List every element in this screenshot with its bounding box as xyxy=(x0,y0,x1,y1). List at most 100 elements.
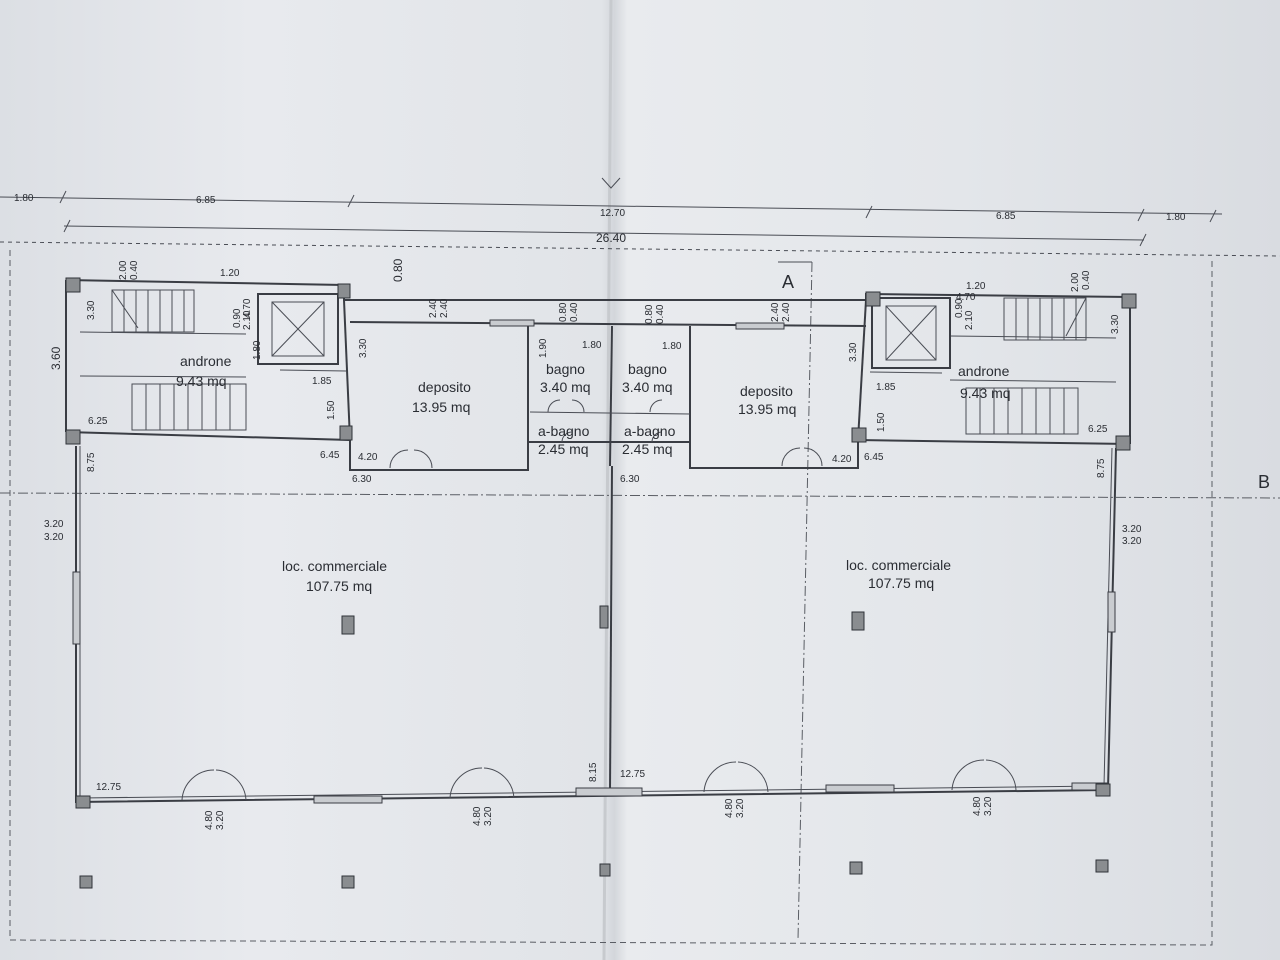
dim-4-70-right: 4.70 xyxy=(956,292,976,303)
dim-8-75-right: 8.75 xyxy=(1096,458,1107,478)
room-area-commerciale-left: 107.75 mq xyxy=(306,578,372,594)
lift-right xyxy=(871,297,951,369)
room-label-commerciale-right: loc. commerciale xyxy=(846,557,951,573)
dim-12-75-right: 12.75 xyxy=(620,769,645,780)
dim-1-80-lift-left: 1.80 xyxy=(252,340,263,360)
room-label-bagno-left: bagno xyxy=(546,361,585,377)
room-label-commerciale-left: loc. commerciale xyxy=(282,558,387,574)
dim-1-85-right: 1.85 xyxy=(876,382,896,393)
dim-4-20-right: 4.20 xyxy=(832,454,852,465)
room-label-androne-right: androne xyxy=(958,363,1010,379)
room-area-abagno-right: 2.45 mq xyxy=(622,441,673,457)
dim-1-80-bagno-left: 1.80 xyxy=(582,340,602,351)
room-area-abagno-left: 2.45 mq xyxy=(538,441,589,457)
dim-2-10-left: 2.10 xyxy=(242,310,253,330)
dim-0-90-right: 0.90 xyxy=(954,298,965,318)
dim-6-85-right: 6.85 xyxy=(996,211,1016,222)
dim-3-60: 3.60 xyxy=(49,346,63,370)
dim-2-40-right-b: 2.40 xyxy=(781,302,792,322)
building-envelope-dashed xyxy=(9,250,1213,946)
dim-0-80: 0.80 xyxy=(391,258,405,282)
dim-1-80-bagno-right: 1.80 xyxy=(662,341,682,352)
service-doors xyxy=(389,399,823,469)
lift-left xyxy=(257,293,339,365)
top-dimension-lines xyxy=(0,177,1280,257)
dim-3-20-door2: 3.20 xyxy=(483,806,494,826)
dim-2-40-left-b: 2.40 xyxy=(439,298,450,318)
room-area-bagno-right: 3.40 mq xyxy=(622,379,673,395)
dim-2-10-right: 2.10 xyxy=(964,310,975,330)
dim-4-70-left: 4.70 xyxy=(242,298,253,318)
room-area-deposito-right: 13.95 mq xyxy=(738,401,796,417)
dim-8-75-left: 8.75 xyxy=(86,452,97,472)
service-block-walls xyxy=(65,279,1131,471)
room-label-deposito-left: deposito xyxy=(418,379,471,395)
stairs-right xyxy=(965,297,1087,435)
dim-4-80-door3: 4.80 xyxy=(724,798,735,818)
dim-1-50-right: 1.50 xyxy=(876,412,887,432)
dim-1-90-bagno: 1.90 xyxy=(538,338,549,358)
room-label-bagno-right: bagno xyxy=(628,361,667,377)
dim-4-80-door4: 4.80 xyxy=(972,796,983,816)
dim-3-20-door3: 3.20 xyxy=(735,798,746,818)
dim-6-30-right: 6.30 xyxy=(620,474,640,485)
dim-3-20-door1: 3.20 xyxy=(215,810,226,830)
dim-1-80-right: 1.80 xyxy=(1166,212,1186,223)
dim-3-20-right-a: 3.20 xyxy=(1122,524,1142,535)
dim-3-20-left-a: 3.20 xyxy=(44,519,64,530)
dim-0-80-bagno-right: 0.80 xyxy=(644,304,655,324)
dim-6-85-left: 6.85 xyxy=(196,195,216,206)
dim-3-30-stair-right: 3.30 xyxy=(1110,314,1121,334)
dim-4-20-left: 4.20 xyxy=(358,452,378,463)
dim-4-80-door2: 4.80 xyxy=(472,806,483,826)
room-area-bagno-left: 3.40 mq xyxy=(540,379,591,395)
room-area-deposito-left: 13.95 mq xyxy=(412,399,470,415)
dim-6-25-right: 6.25 xyxy=(1088,424,1108,435)
room-area-androne-right: 9.43 mq xyxy=(960,385,1011,401)
dim-0-90-left: 0.90 xyxy=(232,308,243,328)
dim-2-40-left-a: 2.40 xyxy=(428,298,439,318)
dim-0-40-right: 0.40 xyxy=(1081,270,1092,290)
dim-2-00-left: 2.00 xyxy=(118,260,129,280)
stairs-left xyxy=(111,289,247,431)
dim-3-20-door4: 3.20 xyxy=(983,796,994,816)
windows xyxy=(72,319,1116,804)
room-label-abagno-right: a-bagno xyxy=(624,423,676,439)
dim-1-80-left: 1.80 xyxy=(14,193,34,204)
storefront-doors xyxy=(181,759,1017,801)
section-mark-a: A xyxy=(782,272,794,292)
dim-6-45-right: 6.45 xyxy=(864,452,884,463)
dim-3-30-deposito-left: 3.30 xyxy=(358,338,369,358)
dim-2-00-right: 2.00 xyxy=(1070,272,1081,292)
paper-fold xyxy=(602,0,613,960)
room-label-deposito-right: deposito xyxy=(740,383,793,399)
dim-6-25-left: 6.25 xyxy=(88,416,108,427)
dim-1-85-left: 1.85 xyxy=(312,376,332,387)
dim-6-45-left: 6.45 xyxy=(320,450,340,461)
dim-3-30-deposito-right: 3.30 xyxy=(848,342,859,362)
room-label-androne-left: androne xyxy=(180,353,232,369)
commercial-walls xyxy=(75,446,1117,804)
dim-6-30-left: 6.30 xyxy=(352,474,372,485)
dim-3-20-left-b: 3.20 xyxy=(44,532,64,543)
dim-8-15: 8.15 xyxy=(588,762,599,782)
dim-12-70: 12.70 xyxy=(600,208,625,219)
room-label-abagno-left: a-bagno xyxy=(538,423,590,439)
section-mark-b: B xyxy=(1258,472,1270,492)
room-area-androne-left: 9.43 mq xyxy=(176,373,227,389)
dim-3-30-stair-left: 3.30 xyxy=(86,300,97,320)
room-area-commerciale-right: 107.75 mq xyxy=(868,575,934,591)
section-line-a xyxy=(797,261,813,941)
dim-26-40: 26.40 xyxy=(596,231,626,245)
dim-0-80-bagno-left: 0.80 xyxy=(558,302,569,322)
dim-0-40-bagno-left: 0.40 xyxy=(569,302,580,322)
dim-0-40-bagno-right: 0.40 xyxy=(655,304,666,324)
section-line-b xyxy=(0,492,1280,499)
dim-3-20-right-b: 3.20 xyxy=(1122,536,1142,547)
dim-0-40-left: 0.40 xyxy=(129,260,140,280)
pillars xyxy=(65,277,1137,889)
dim-4-80-door1: 4.80 xyxy=(204,810,215,830)
dim-2-40-right-a: 2.40 xyxy=(770,302,781,322)
